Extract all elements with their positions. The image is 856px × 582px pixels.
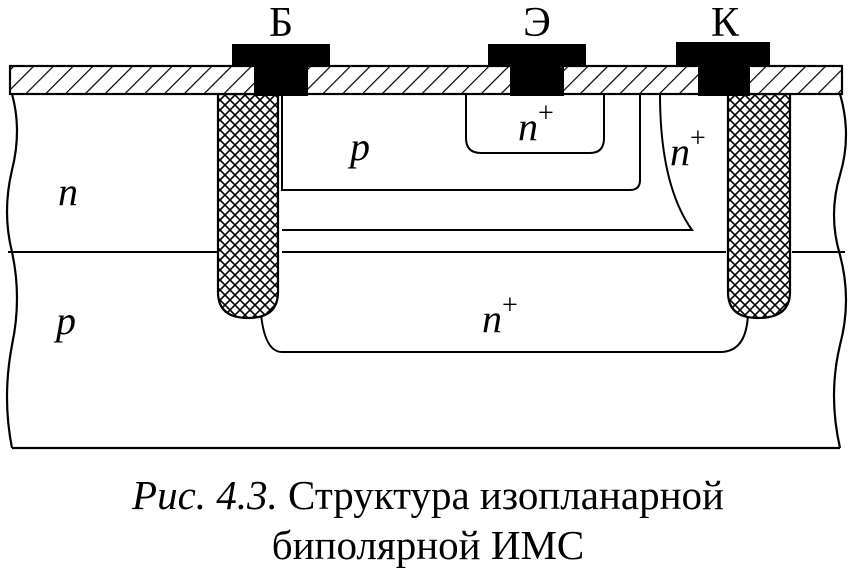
caption-line-1: Рис. 4.3. Структура изопланарной xyxy=(0,470,856,520)
p-base-region xyxy=(281,94,641,191)
isolation-oxide-left xyxy=(216,92,280,320)
buried-n-superscript: + xyxy=(502,290,518,321)
caption-line-2: биполярной ИМС xyxy=(271,522,585,568)
emitter-n-superscript: + xyxy=(538,98,554,129)
substrate-right-edge xyxy=(832,93,848,449)
buried-n-label: n+ xyxy=(482,290,518,341)
collector-n-plus-region xyxy=(282,93,694,231)
figure-caption: Рис. 4.3. Структура изопланарной биполяр… xyxy=(0,470,856,570)
buried-n-letter: n xyxy=(482,296,502,341)
p-base-label: p xyxy=(347,124,370,169)
collector-n-label: n+ xyxy=(670,123,706,174)
emitter-n-label: n+ xyxy=(518,98,554,149)
caption-title-part-1: Структура изопланарной xyxy=(288,472,724,518)
base-contact xyxy=(232,44,330,96)
emitter-terminal-label: Э xyxy=(523,0,551,46)
n-epi-label: n xyxy=(58,169,78,214)
figure-number: Рис. 4.3. xyxy=(132,472,278,518)
base-terminal-label: Б xyxy=(269,0,293,46)
collector-terminal-label: К xyxy=(711,0,740,46)
isolation-oxide-right xyxy=(726,92,792,320)
p-substrate-label: p xyxy=(53,298,76,343)
emitter-n-plus-region xyxy=(465,94,605,154)
collector-n-superscript: + xyxy=(690,123,706,154)
emitter-contact xyxy=(488,44,586,96)
buried-n-plus-layer xyxy=(248,299,749,353)
substrate-left-edge xyxy=(5,93,19,449)
collector-n-letter: n xyxy=(670,129,690,174)
collector-contact xyxy=(676,42,770,96)
emitter-n-letter: n xyxy=(518,104,538,149)
ic-cross-section-diagram: Б Э К n p p n+ n+ n+ xyxy=(5,0,848,450)
